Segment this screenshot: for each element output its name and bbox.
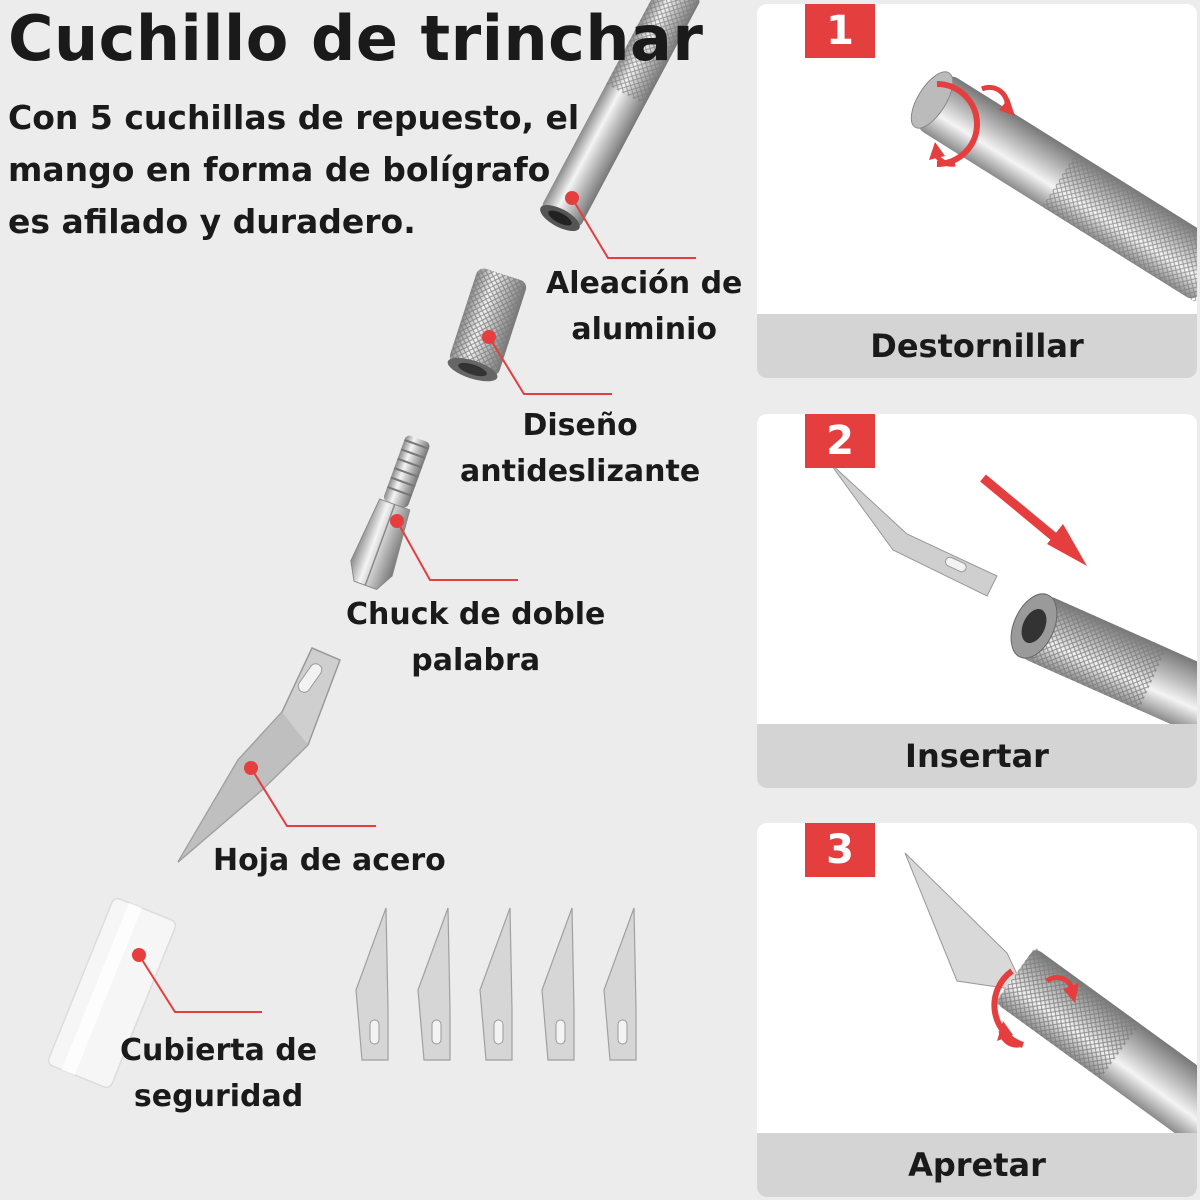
blade-part — [177, 647, 341, 863]
chuck-part — [350, 435, 430, 590]
leader-line — [488, 336, 612, 395]
label-steel-blade: Hoja de acero — [213, 838, 446, 884]
label-line: Diseño — [522, 408, 638, 443]
exploded-parts-diagram — [47, 0, 702, 1089]
label-line: antideslizante — [460, 454, 701, 489]
leader-line — [250, 767, 376, 827]
tighten-illustration — [904, 852, 1197, 1153]
spare-blades — [355, 907, 637, 1061]
leader-line — [571, 197, 696, 259]
unscrew-illustration — [910, 71, 1197, 303]
leader-line — [396, 520, 518, 581]
product-description: Con 5 cuchillas de repuesto, el mango en… — [8, 92, 608, 248]
label-line: seguridad — [133, 1079, 304, 1114]
label-line: palabra — [411, 643, 541, 678]
step-number-badge: 2 — [805, 414, 875, 468]
label-anti-slip-design: Diseño antideslizante — [460, 403, 700, 495]
description-line: es afilado y duradero. — [8, 202, 416, 241]
insert-arrow-icon — [980, 474, 1068, 550]
step-card-insert: 2 Insertar — [757, 414, 1197, 788]
label-aluminum-alloy: Aleación de aluminio — [546, 261, 742, 353]
step-caption: Apretar — [757, 1133, 1197, 1197]
description-line: mango en forma de bolígrafo — [8, 150, 551, 189]
leader-line — [138, 954, 262, 1013]
label-line: Aleación de — [546, 266, 743, 301]
insert-illustration — [828, 461, 1197, 761]
rotate-arrow-icon — [991, 968, 1025, 1048]
label-line: Hoja de acero — [213, 843, 446, 878]
page-title: Cuchillo de trinchar — [8, 2, 704, 75]
step-caption: Destornillar — [757, 314, 1197, 378]
label-line: Cubierta de — [120, 1033, 318, 1068]
step-card-unscrew: 1 Destornillar — [757, 4, 1197, 378]
step-caption: Insertar — [757, 724, 1197, 788]
step-number-badge: 1 — [805, 4, 875, 58]
handle-part — [540, 0, 702, 232]
label-safety-cover: Cubierta de seguridad — [120, 1028, 317, 1120]
label-line: Chuck de doble — [346, 597, 606, 632]
label-double-chuck: Chuck de doble palabra — [346, 592, 605, 684]
step-card-tighten: 3 Apretar — [757, 823, 1197, 1197]
step-number-badge: 3 — [805, 823, 875, 877]
rotate-arrow-icon — [936, 81, 980, 167]
safety-cover-part — [47, 897, 177, 1089]
description-line: Con 5 cuchillas de repuesto, el — [8, 98, 580, 137]
label-line: aluminio — [571, 312, 718, 347]
sleeve-part — [447, 268, 527, 382]
